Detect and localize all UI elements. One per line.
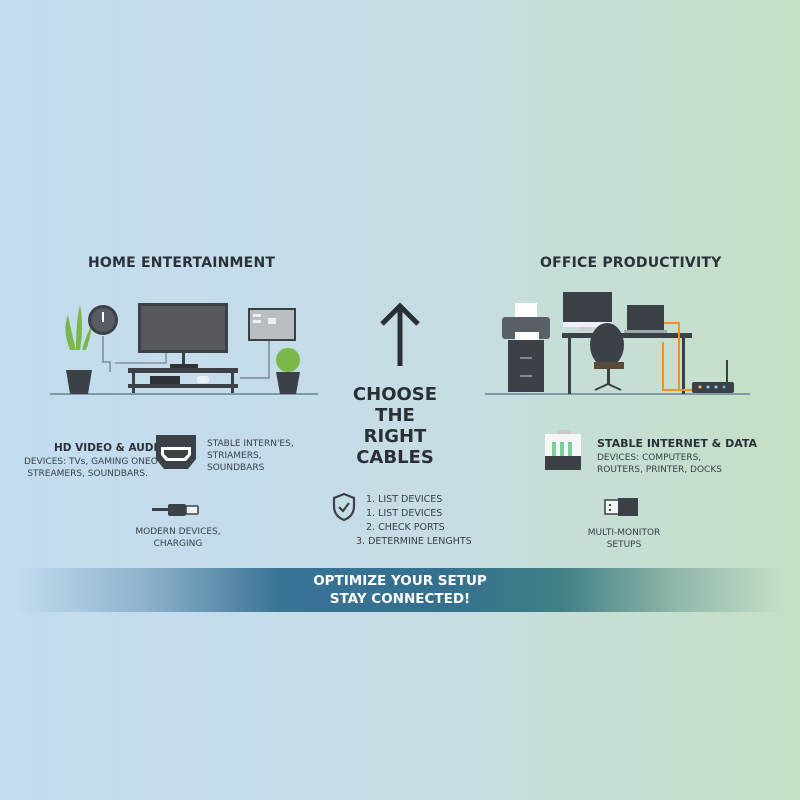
desk	[562, 333, 692, 394]
tv-stand	[128, 368, 238, 393]
cactus-plant-icon	[276, 348, 300, 394]
ethernet-title: STABLE INTERNET & DATA	[597, 437, 758, 450]
choose-cables-heading: CHOOSE THE RIGHT CABLES	[352, 384, 438, 468]
hdmi-connector-icon	[156, 435, 196, 469]
usb-c-cable-icon	[152, 504, 199, 516]
router-icon	[692, 360, 734, 393]
shield-check-icon	[332, 492, 356, 522]
ethernet-desc: DEVICES: COMPUTERS,ROUTERS, PRINTER, DOC…	[597, 453, 722, 475]
ethernet-port-icon	[545, 430, 581, 470]
plant-icon	[65, 305, 92, 394]
monitor-icon	[248, 308, 296, 341]
office-productivity-title: OFFICE PRODUCTIVITY	[540, 255, 722, 271]
step-item: 1. LIST DEVICES	[366, 508, 443, 519]
hdmi-right-text: STABLE INTERN'ES,STRIAMERS,SOUNDBARS	[207, 439, 294, 473]
printer-icon	[502, 303, 550, 392]
optimize-banner: OPTIMIZE YOUR SETUP STAY CONNECTED!	[0, 568, 800, 612]
home-entertainment-illustration	[50, 303, 318, 395]
usb-adapter-icon	[604, 498, 638, 516]
laptop-icon	[624, 305, 667, 333]
office-chair-icon	[590, 323, 624, 391]
step-item: 2. CHECK PORTS	[366, 522, 445, 533]
step-item: 3. DETERMINE LENGHTS	[356, 536, 472, 547]
home-entertainment-title: HOME ENTERTAINMENT	[88, 255, 276, 271]
tv-icon	[138, 303, 228, 368]
arrow-up-icon	[380, 302, 420, 366]
hdmi-desc: DEVICES: TVs, GAMING ONEO E.STREAMERS, S…	[24, 457, 170, 479]
usb-c-desc: MODERN DEVICES,CHARGING	[135, 527, 221, 549]
hdmi-title: HD VIDEO & AUDIO	[54, 442, 167, 454]
step-item: 1. LIST DEVICES	[366, 494, 443, 505]
desktop-monitor-icon	[563, 292, 612, 331]
steps-list: 1. LIST DEVICES 1. LIST DEVICES 2. CHECK…	[356, 493, 472, 549]
office-illustration	[485, 292, 750, 395]
clock-icon	[88, 305, 118, 335]
